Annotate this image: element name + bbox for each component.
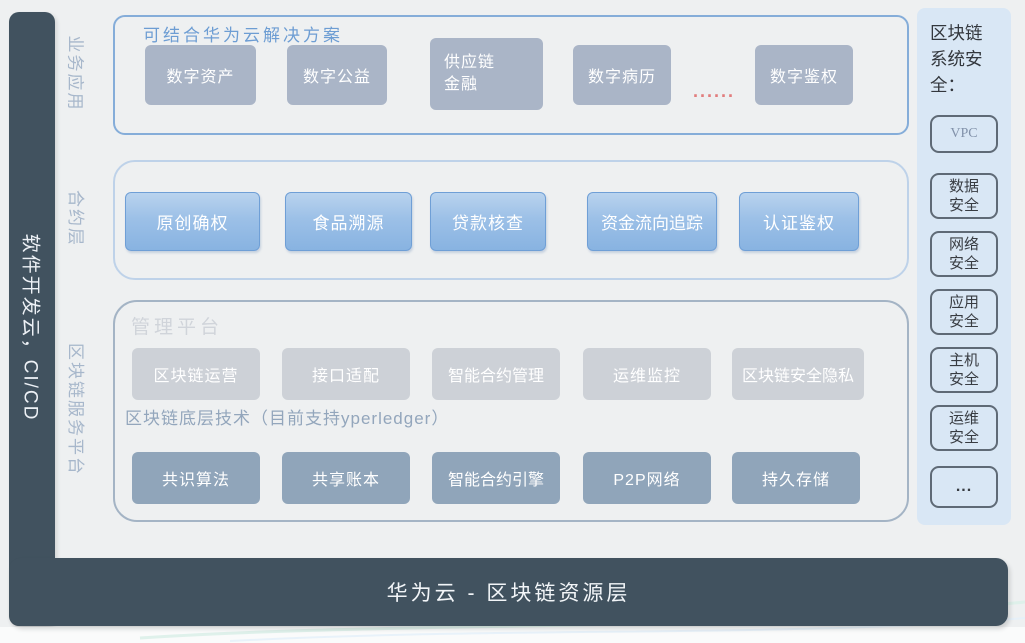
- tech-smart-contract-engine: 智能合约引擎: [432, 452, 560, 504]
- left-bar-label-wrap: 软件开发云，CI/CD: [0, 233, 117, 421]
- contract-certification: 认证鉴权: [739, 192, 859, 251]
- security-data-box: 数据安全: [930, 173, 998, 219]
- left-bar-label: 软件开发云，CI/CD: [19, 233, 41, 421]
- management-platform-title: 管理平台: [131, 317, 224, 338]
- bottom-background-strip: [0, 627, 1025, 643]
- security-application-box: 应用安全: [930, 289, 998, 335]
- security-network-box: 网络安全: [930, 231, 998, 277]
- tech-p2p-network: P2P网络: [583, 452, 711, 504]
- contract-layer-box: 原创确权 食品溯源 贷款核查 资金流向追踪 认证鉴权: [113, 160, 909, 280]
- software-dev-cloud-bar: 软件开发云，CI/CD: [9, 12, 55, 626]
- mgmt-blockchain-operation: 区块链运营: [132, 348, 260, 400]
- security-ops-box: 运维安全: [930, 405, 998, 451]
- mgmt-security-privacy: 区块链安全隐私: [732, 348, 864, 400]
- layer-label-contract: 合约层: [65, 189, 85, 247]
- mgmt-smart-contract-management: 智能合约管理: [432, 348, 560, 400]
- solution-digital-asset: 数字资产: [145, 45, 256, 105]
- tech-persistent-storage: 持久存储: [732, 452, 860, 504]
- solution-digital-medical-record: 数字病历: [573, 45, 671, 105]
- security-data-label: 数据安全: [948, 178, 979, 214]
- layer-label-platform: 区块链服务平台: [65, 342, 85, 476]
- security-sidebar: 区块链系统安全： VPC 数据安全 网络安全 应用安全 主机安全 运维安全 ..…: [917, 8, 1011, 525]
- platform-layer-box: 管理平台 区块链运营 接口适配 智能合约管理 运维监控 区块链安全隐私 区块链底…: [113, 300, 909, 522]
- mgmt-ops-monitoring: 运维监控: [583, 348, 711, 400]
- business-layer-box: 可结合华为云解决方案 数字资产 数字公益 供应链金融 数字病历 ...... 数…: [113, 15, 909, 135]
- security-ops-label: 运维安全: [948, 410, 979, 446]
- security-vpc-box: VPC: [930, 115, 998, 153]
- underlying-tech-title: 区块链底层技术（目前支持yperledger）: [125, 409, 450, 428]
- security-sidebar-title: 区块链系统安全：: [930, 23, 983, 95]
- contract-food-traceability: 食品溯源: [285, 192, 412, 251]
- solution-digital-charity: 数字公益: [287, 45, 387, 105]
- layer-label-business: 业务应用: [65, 35, 85, 111]
- security-host-box: 主机安全: [930, 347, 998, 393]
- layer-label-business-wrap: 业务应用: [38, 35, 116, 111]
- more-solutions-ellipsis: ......: [693, 81, 736, 101]
- mgmt-interface-adaptation: 接口适配: [282, 348, 410, 400]
- solution-digital-authentication: 数字鉴权: [755, 45, 853, 105]
- contract-fund-flow-tracking: 资金流向追踪: [587, 192, 717, 251]
- resource-layer-label: 华为云 - 区块链资源层: [386, 582, 631, 605]
- resource-layer-bar: 华为云 - 区块链资源层: [9, 558, 1008, 626]
- security-application-label: 应用安全: [948, 294, 979, 330]
- layer-label-contract-wrap: 合约层: [48, 190, 106, 247]
- business-layer-title: 可结合华为云解决方案: [143, 26, 343, 45]
- tech-shared-ledger: 共享账本: [282, 452, 410, 504]
- contract-loan-verification: 贷款核查: [430, 192, 546, 251]
- security-vpc-label: VPC: [950, 126, 978, 141]
- security-more-box: ...: [930, 466, 998, 508]
- tech-consensus-algorithm: 共识算法: [132, 452, 260, 504]
- security-network-label: 网络安全: [948, 236, 979, 272]
- solution-supply-chain-finance: 供应链金融: [430, 38, 543, 110]
- security-more-label: ...: [955, 478, 973, 495]
- contract-original-rights: 原创确权: [125, 192, 260, 251]
- solution-supply-chain-finance-label: 供应链金融: [444, 54, 496, 93]
- security-host-label: 主机安全: [948, 352, 979, 388]
